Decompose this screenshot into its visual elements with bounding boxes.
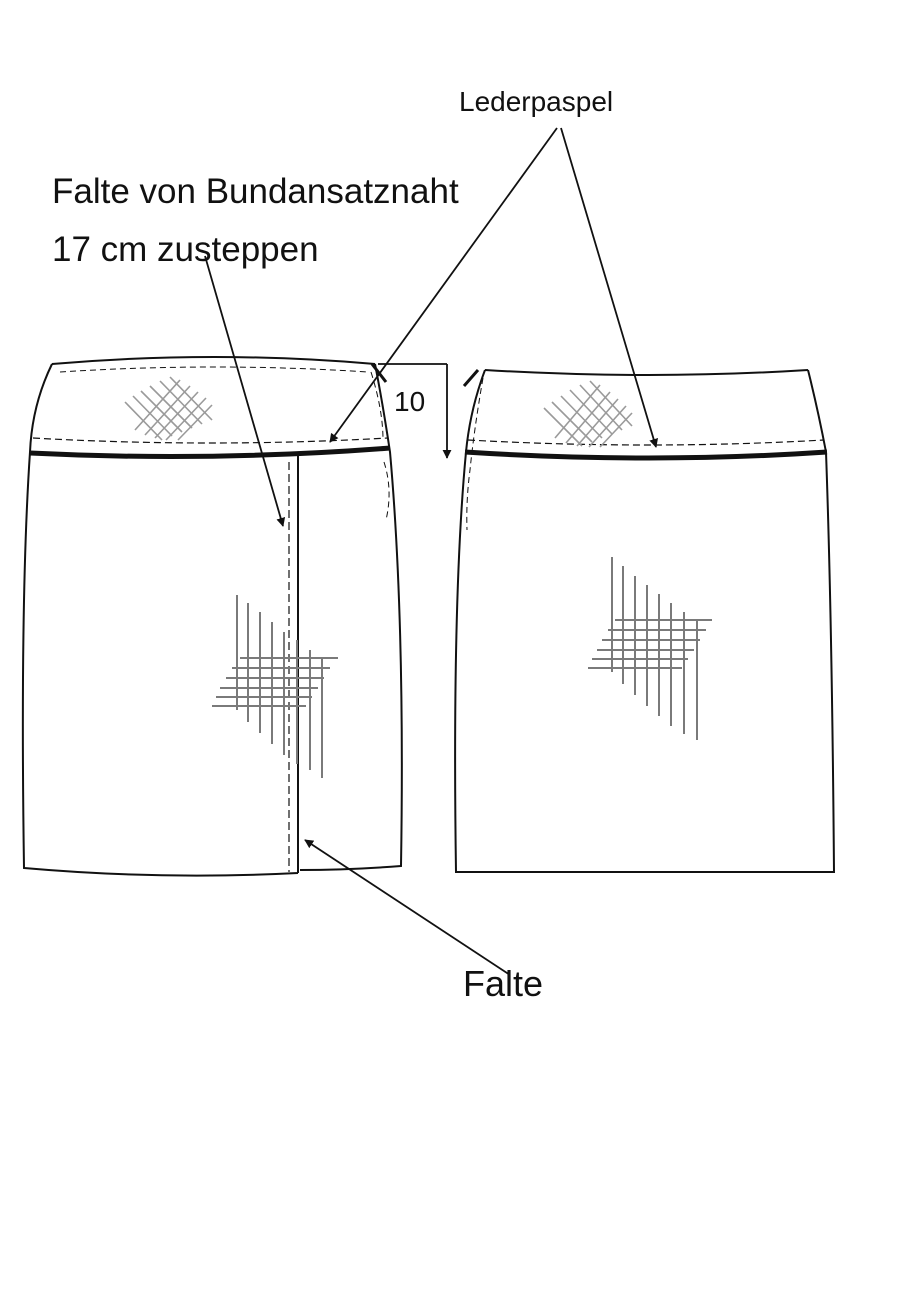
front-waistband-stitch	[32, 437, 389, 444]
front-side-stitch	[370, 371, 390, 521]
arrow-lederpaspel-front	[329, 127, 558, 443]
front-body-hatch	[212, 595, 338, 778]
front-leather-piping	[29, 445, 391, 460]
arrow-falte-von	[204, 255, 286, 527]
front-skirt	[21, 356, 403, 877]
back-waistband-hatch	[543, 380, 633, 448]
measure-left-tick	[370, 363, 388, 383]
label-falte-von-bundansatznaht: Falte von Bundansatznaht	[52, 172, 459, 211]
back-side-stitch	[466, 377, 484, 531]
front-waistband-inner	[59, 366, 369, 373]
label-17cm-zusteppen: 17 cm zusteppen	[52, 230, 319, 269]
label-measure-10: 10	[394, 386, 426, 417]
label-lederpaspel: Lederpaspel	[459, 86, 614, 117]
arrow-falte	[304, 839, 511, 976]
front-waistband-hatch	[124, 376, 213, 441]
back-top-tick	[462, 369, 480, 387]
back-skirt	[454, 369, 836, 873]
back-waistband-stitch	[467, 439, 825, 446]
front-waistband-top	[51, 356, 376, 365]
label-falte: Falte	[463, 963, 544, 1004]
back-leather-piping	[464, 449, 828, 461]
annotation-arrows	[204, 127, 659, 976]
back-waistband-top	[484, 369, 809, 376]
back-body-hatch	[588, 557, 712, 740]
arrow-lederpaspel-back	[560, 127, 659, 448]
measure-10	[370, 363, 480, 459]
